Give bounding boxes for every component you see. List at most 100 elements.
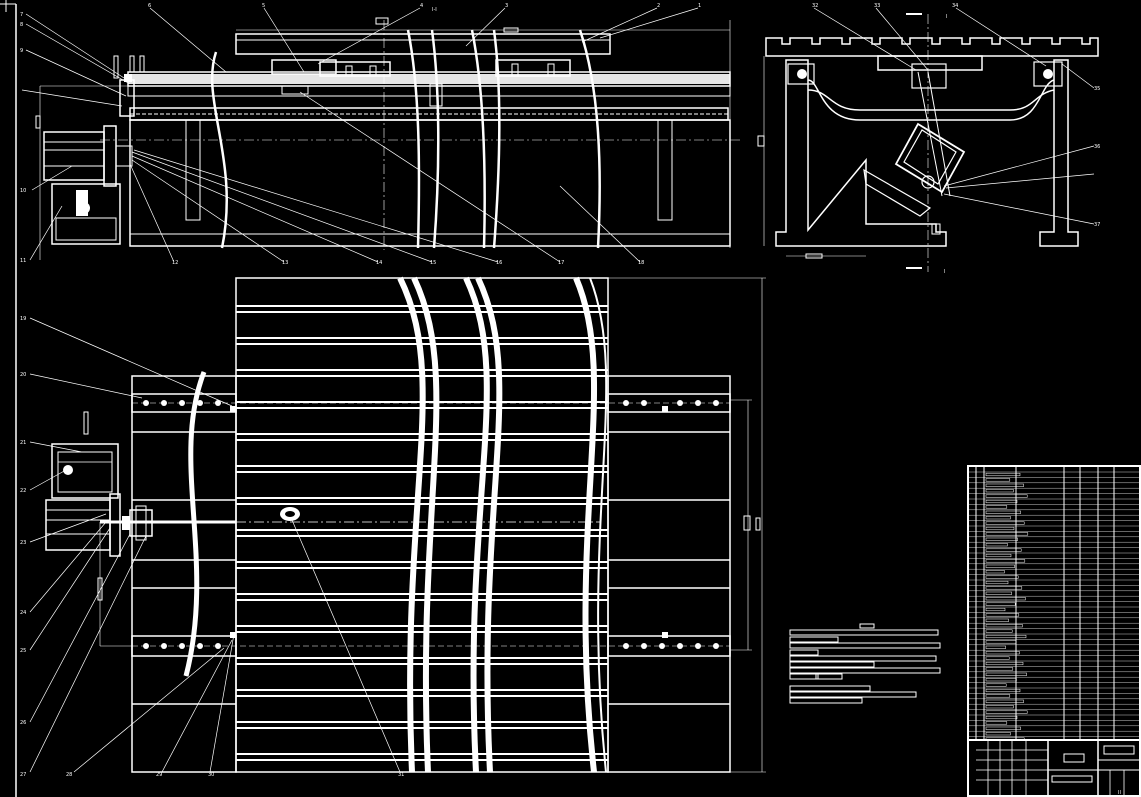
balloon-label: 22 [20, 488, 26, 494]
balloon-label: 28 [66, 772, 72, 778]
balloon-label: 13 [282, 260, 288, 266]
sheet-frame [0, 0, 17, 797]
balloon-label: 30 [208, 772, 214, 778]
balloon-label: 35 [1094, 86, 1100, 92]
leader-lines-top [21, 7, 699, 263]
parts-list-entry-mark [985, 570, 1005, 574]
parts-list-entry-mark [985, 499, 1018, 504]
balloon-labels: 1 2 3 4 5 6 7 8 9 10 11 12 13 14 15 16 1… [20, 3, 1100, 778]
balloon-label: 37 [1094, 222, 1100, 228]
parts-list-entry-mark [985, 629, 1013, 633]
parts-list-entry-mark [985, 607, 1006, 612]
parts-list-entry-mark [985, 715, 1018, 720]
parts-list-entry-mark [985, 586, 1023, 590]
parts-list-entry-mark [985, 597, 1026, 601]
balloon-label: 23 [20, 540, 26, 546]
parts-list-entry-mark [985, 505, 1008, 509]
balloon-label: 17 [558, 260, 564, 266]
balloon-label: 21 [20, 440, 26, 446]
parts-list-entry-mark [985, 667, 1014, 671]
balloon-label: 18 [638, 260, 644, 266]
parts-list-entry-mark [985, 624, 1023, 628]
leader-lines-plan [29, 317, 401, 773]
balloon-label: 5 [262, 3, 265, 9]
parts-list-entry-mark [985, 548, 1022, 552]
parts-list-entry-mark [985, 564, 1015, 568]
balloon-label: 36 [1094, 144, 1100, 150]
parts-list-entry-mark [985, 602, 1016, 606]
parts-list-entry-mark [985, 672, 1027, 676]
side-view-right [763, 13, 1099, 272]
balloon-label: 1 [698, 3, 701, 9]
balloon-label: 4 [420, 3, 423, 9]
balloon-label: 2 [657, 3, 660, 9]
balloon-label: 32 [812, 3, 818, 9]
parts-list-entry-mark [985, 710, 1028, 714]
balloon-label: 29 [156, 772, 162, 778]
leader-lines-side [813, 7, 1095, 225]
balloon-label: 6 [148, 3, 151, 9]
section-mark-top: I [946, 14, 947, 20]
parts-list-entry-mark [985, 640, 1017, 644]
balloon-label: 9 [20, 48, 23, 54]
parts-list-entry-mark [985, 575, 1019, 579]
balloon-label: 33 [874, 3, 880, 9]
parts-list-entry-mark [985, 651, 1020, 655]
parts-list-entry-mark [985, 613, 1020, 617]
parts-list-entry-mark [985, 683, 1007, 687]
parts-list-entry-mark [985, 494, 1028, 498]
parts-list-entry-mark [985, 472, 1021, 477]
parts-list-entry-mark [985, 656, 1010, 660]
parts-list-entry-mark [985, 489, 1014, 493]
parts-list-entry-mark [985, 705, 1014, 709]
parts-list-table [967, 465, 1141, 797]
plan-view [45, 276, 766, 773]
balloon-label: 15 [430, 260, 436, 266]
parts-list-entry-mark [985, 559, 1026, 563]
balloon-label: 27 [20, 772, 26, 778]
balloon-label: 14 [376, 260, 382, 266]
parts-list-entry-mark [985, 699, 1024, 703]
parts-list-entry-mark [985, 737, 1025, 741]
parts-list-entry-mark [985, 591, 1012, 595]
parts-list-entry-mark [985, 634, 1027, 639]
balloon-label: 19 [20, 316, 26, 322]
balloon-label: 20 [20, 372, 26, 378]
parts-list-entry-mark [985, 732, 1011, 736]
parts-list-entry-mark [985, 580, 1009, 585]
parts-list-entry-mark [985, 688, 1021, 693]
parts-list-entry-mark [985, 661, 1024, 666]
balloon-label: 16 [496, 260, 502, 266]
parts-list-entry-mark [985, 483, 1024, 487]
parts-list-entry-mark [985, 526, 1015, 531]
parts-list-entry-mark [985, 478, 1011, 482]
parts-list-entry-mark [985, 553, 1012, 558]
balloon-label: 34 [952, 3, 958, 9]
technical-notes [789, 623, 941, 704]
balloon-label: 26 [20, 720, 26, 726]
balloon-label: 8 [20, 22, 23, 28]
parts-list-entry-mark [985, 678, 1017, 682]
parts-list-entry-mark [985, 721, 1008, 725]
balloon-label: 12 [172, 260, 178, 266]
parts-list-entry-mark [985, 618, 1009, 622]
balloon-label: 10 [20, 188, 26, 194]
view-label: I-I [432, 7, 437, 13]
parts-list-entry-mark [985, 532, 1029, 536]
balloon-label: 3 [505, 3, 508, 9]
parts-list-entry-mark [985, 516, 1011, 520]
balloon-label: 11 [20, 258, 26, 264]
sheet-number: II [1118, 790, 1121, 796]
parts-list-rows [968, 471, 1140, 741]
parts-list-entry-mark [985, 543, 1008, 547]
parts-list-entry-mark [985, 645, 1006, 649]
balloon-label: 7 [20, 12, 23, 18]
balloon-label: 25 [20, 648, 26, 654]
parts-list-entry-mark [985, 694, 1011, 698]
parts-list-entry-mark [985, 521, 1025, 525]
parts-list-entry-mark [985, 537, 1018, 541]
parts-list-entry-mark [985, 726, 1021, 730]
section-mark-bottom: I [944, 269, 945, 275]
